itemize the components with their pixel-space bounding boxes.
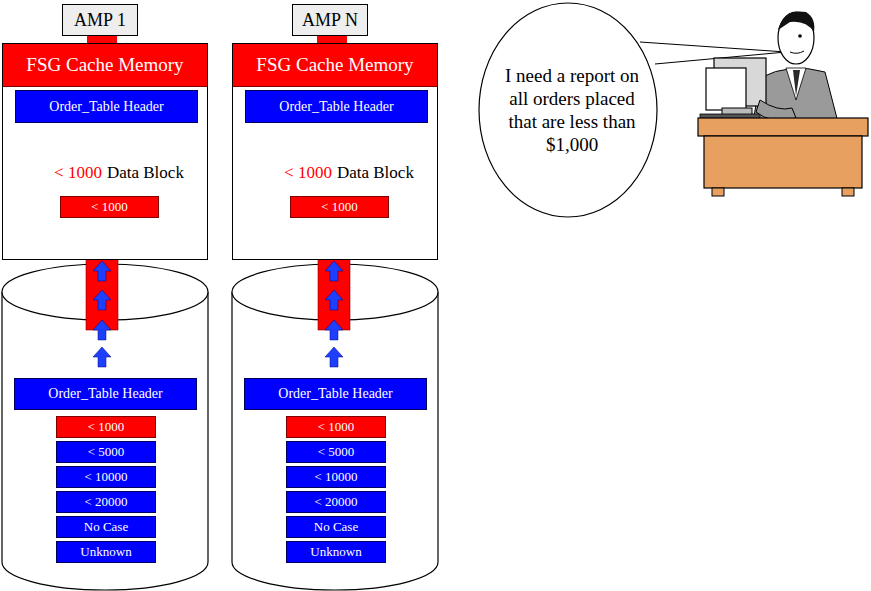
cache-title: FSG Cache Memory: [3, 44, 207, 87]
cache-title: FSG Cache Memory: [233, 44, 437, 87]
data-block-blue: < 5000: [286, 441, 386, 463]
box-label: < 1000: [321, 199, 358, 215]
data-block-blue: No Case: [286, 516, 386, 538]
table-header-box: Order_Table Header: [14, 378, 197, 410]
data-block-blue: < 20000: [286, 491, 386, 513]
data-block-caption: < 1000 Data Block: [54, 163, 184, 183]
block-label: Data Block: [107, 163, 184, 182]
cache-memory-box: Order_Table Header < 1000 FSG Cache Memory: [232, 43, 438, 260]
box-label: Order_Table Header: [279, 99, 393, 115]
box-label: < 1000: [318, 419, 355, 435]
threshold-label: < 1000: [54, 163, 102, 182]
amp-label: AMP N: [292, 4, 368, 36]
block-label: Data Block: [337, 163, 414, 182]
data-block-red: < 1000: [56, 416, 156, 438]
data-block-blue: Unknown: [56, 541, 156, 563]
box-label: Order_Table Header: [278, 386, 392, 402]
box-label: < 10000: [84, 469, 127, 485]
box-label: < 1000: [91, 199, 128, 215]
box-label: No Case: [84, 519, 128, 535]
box-label: Order_Table Header: [49, 99, 163, 115]
speech-text: I need a report on all orders placed tha…: [497, 64, 647, 156]
box-label: < 5000: [88, 444, 125, 460]
box-label: < 20000: [84, 494, 127, 510]
threshold-label: < 1000: [284, 163, 332, 182]
data-block-blue: < 5000: [56, 441, 156, 463]
bubble-outline: [478, 2, 658, 218]
box-label: < 1000: [88, 419, 125, 435]
box-label: < 5000: [318, 444, 355, 460]
data-block-blue: < 20000: [56, 491, 156, 513]
box-label: AMP N: [302, 10, 358, 31]
data-block-red: < 1000: [286, 416, 386, 438]
amp-label: AMP 1: [62, 4, 138, 36]
table-header-box: Order_Table Header: [244, 378, 427, 410]
speech-bubble: I need a report on all orders placed tha…: [478, 2, 666, 218]
data-block-blue: < 10000: [56, 466, 156, 488]
transfer-arrows: [318, 258, 350, 367]
data-block-blue: Unknown: [286, 541, 386, 563]
data-block-caption: < 1000 Data Block: [284, 163, 414, 183]
data-block-red: < 1000: [60, 196, 159, 218]
person-at-desk: [698, 11, 868, 196]
box-label: < 20000: [314, 494, 357, 510]
box-label: Unknown: [310, 544, 361, 560]
data-block-blue: < 10000: [286, 466, 386, 488]
box-label: Unknown: [80, 544, 131, 560]
box-label: < 10000: [314, 469, 357, 485]
box-label: No Case: [314, 519, 358, 535]
box-label: AMP 1: [74, 10, 126, 31]
table-header-box: Order_Table Header: [245, 90, 428, 123]
data-block-red: < 1000: [290, 196, 389, 218]
box-label: Order_Table Header: [48, 386, 162, 402]
cache-memory-box: Order_Table Header < 1000 FSG Cache Memory: [2, 43, 208, 260]
table-header-box: Order_Table Header: [15, 90, 198, 123]
data-block-blue: No Case: [56, 516, 156, 538]
transfer-arrows: [86, 258, 118, 367]
